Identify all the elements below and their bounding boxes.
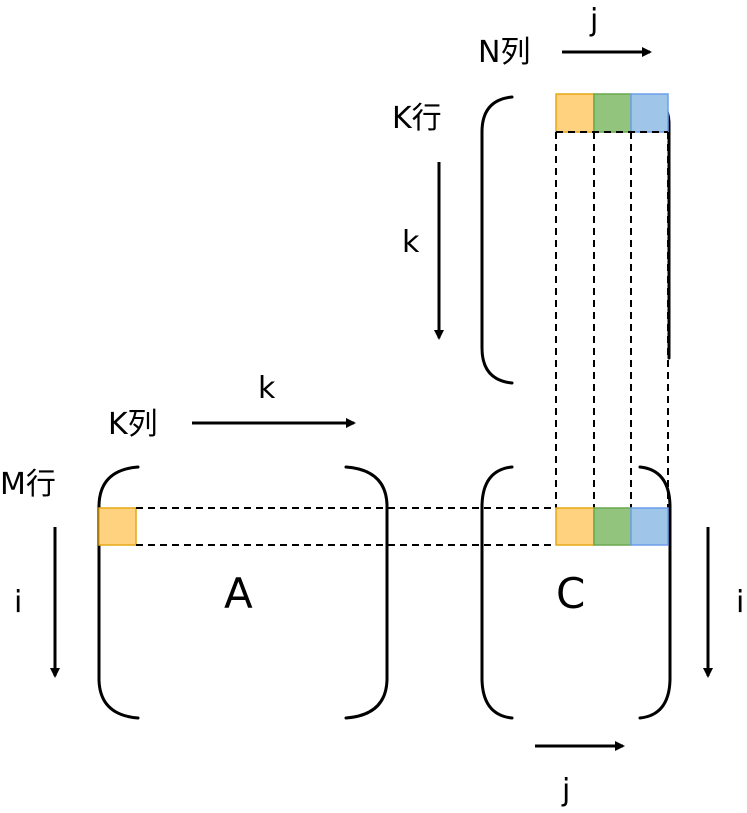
b-rows-label: K行: [392, 101, 442, 136]
b-rows-index-label: k: [402, 225, 420, 260]
b-cell-green: [593, 93, 632, 133]
a-cols-index-label: k: [258, 371, 276, 406]
matrix-c-label: C: [556, 569, 585, 618]
a-rows-index-label: i: [14, 585, 22, 620]
c-cell-orange: [555, 507, 595, 546]
c-left-bracket: [480, 465, 514, 720]
b-cols-label: N列: [478, 35, 530, 70]
a-rows-label: M行: [0, 467, 56, 502]
b-cell-orange: [555, 93, 595, 133]
b-right-bracket: [650, 95, 671, 360]
c-cols-index-label: j: [561, 773, 570, 808]
c-cell-blue: [630, 507, 669, 546]
a-cols-label: K列: [108, 407, 158, 442]
c-rows-index-label: i: [736, 585, 744, 620]
b-cols-index-label: j: [589, 3, 598, 38]
b-left-bracket: [480, 95, 514, 385]
b-cell-blue: [630, 93, 669, 133]
c-cell-green: [593, 507, 632, 546]
a-cell-orange: [98, 507, 137, 546]
c-right-bracket: [638, 465, 672, 720]
a-right-bracket: [344, 465, 389, 720]
matrix-a-label: A: [224, 569, 253, 618]
a-left-bracket: [97, 465, 140, 720]
